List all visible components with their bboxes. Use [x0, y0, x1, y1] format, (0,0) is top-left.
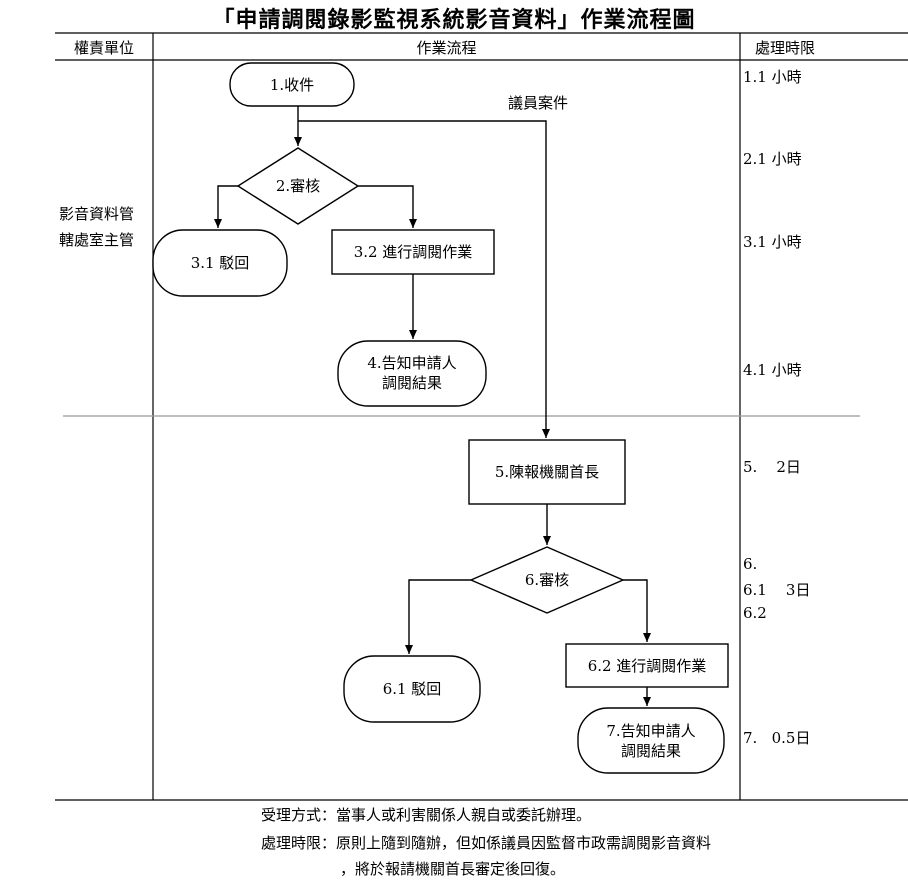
- footer-note-acceptance: 受理方式：當事人或利害關係人親自或委託辦理。: [261, 806, 592, 824]
- connector-2-32: [358, 185, 417, 228]
- node-report-chief: [468, 439, 626, 505]
- time-step-2: 2.1 小時: [743, 150, 802, 168]
- node-notify-2-label-2: 調閱結果: [620, 742, 681, 760]
- node-reject-1-label: 3.1 駁回: [190, 254, 250, 272]
- time-step-1: 1.1 小時: [743, 68, 802, 86]
- time-step-7: 7. 0.5日: [743, 729, 811, 747]
- connector-2-31: [214, 185, 238, 228]
- node-receive: [229, 62, 355, 107]
- branch-label-councilor: 議員案件: [508, 94, 569, 112]
- footer-note-time-limit-cont: ，將於報請機關首長審定後回復。: [340, 860, 566, 878]
- header-time: 處理時限: [755, 39, 816, 57]
- time-step-5: 5. 2日: [743, 458, 801, 476]
- node-receive-label: 1.收件: [269, 76, 315, 94]
- node-review-1-label: 2.審核: [275, 177, 321, 195]
- node-review-2: [469, 546, 625, 614]
- node-report-chief-label: 5.陳報機關首長: [494, 463, 600, 481]
- node-review-2-label: 6.審核: [524, 571, 570, 589]
- time-step-4: 4.1 小時: [743, 361, 802, 379]
- connector-councilor: [298, 120, 550, 438]
- time-step-6-1: 6.1 3日: [743, 581, 811, 599]
- unit-line-2: 轄處室主管: [59, 231, 135, 249]
- node-reject-1: [152, 229, 288, 297]
- node-process-2: [565, 643, 729, 688]
- footer-note-time-limit: 處理時限：原則上隨到隨辦，但如係議員因監督市政需調閱影音資料: [261, 834, 712, 852]
- node-notify-2-label-1: 7.告知申請人: [606, 722, 696, 740]
- node-review-1: [236, 147, 360, 225]
- header-flow: 作業流程: [416, 39, 477, 57]
- time-step-3: 3.1 小時: [743, 233, 802, 251]
- node-notify-2: [577, 707, 725, 774]
- connector-6-62: [623, 579, 651, 642]
- page-title: 「申請調閱錄影監視系統影音資料」作業流程圖: [212, 7, 696, 33]
- connector-6-61: [405, 579, 471, 654]
- node-reject-2-label: 6.1 駁回: [382, 680, 442, 698]
- node-process-2-label: 6.2 進行調閱作業: [587, 657, 707, 675]
- time-step-6-2: 6.2: [743, 604, 767, 622]
- node-process-1-label: 3.2 進行調閱作業: [353, 243, 473, 261]
- header-unit: 權責單位: [73, 39, 134, 57]
- unit-line-1: 影音資料管: [59, 205, 135, 223]
- node-notify-1-label-2: 調閱結果: [381, 374, 442, 392]
- node-notify-1-label-1: 4.告知申請人: [367, 354, 457, 372]
- time-step-6: 6.: [743, 555, 758, 573]
- node-reject-2: [343, 655, 481, 723]
- node-notify-1: [337, 340, 487, 407]
